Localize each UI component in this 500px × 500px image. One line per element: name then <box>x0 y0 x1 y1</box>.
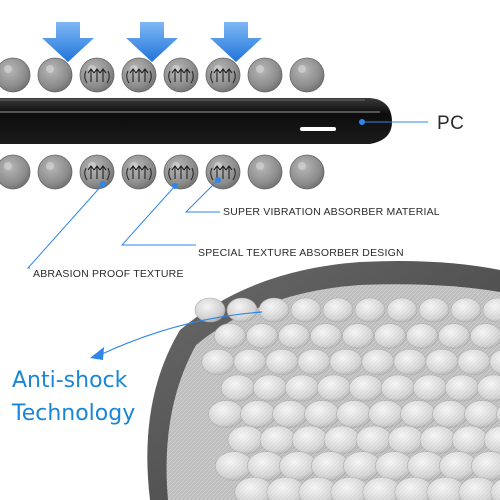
vibration-label: SUPER VIBRATION ABSORBER MATERIAL <box>223 206 440 218</box>
headline-line-2: Technology <box>12 401 136 426</box>
curved-arrow-icon <box>90 311 263 360</box>
headline-line-1: Anti-shock <box>12 368 128 393</box>
device-slot <box>300 127 336 131</box>
abrasion-label: ABRASION PROOF TEXTURE <box>33 268 184 280</box>
device-shell <box>0 98 428 144</box>
cushion-ball-icon <box>121 57 157 93</box>
cushion-ball-icon <box>163 57 199 93</box>
pressure-arrows <box>42 22 262 62</box>
cushion-ball-icon <box>205 154 241 190</box>
cushion-ball-icon <box>247 154 283 190</box>
top-cushion-row <box>0 57 325 93</box>
cushion-ball-icon <box>0 154 31 190</box>
cushion-ball-icon <box>247 57 283 93</box>
cushion-ball-icon <box>37 154 73 190</box>
cushion-ball-icon <box>0 57 31 93</box>
label-leaders <box>26 177 221 269</box>
case-cushion-photo <box>147 261 500 500</box>
down-arrow-icon <box>210 22 262 62</box>
pc-label: PC <box>437 113 465 134</box>
cushion-ball-icon <box>121 154 157 190</box>
texture-design-label: SPECIAL TEXTURE ABSORBER DESIGN <box>198 247 404 259</box>
cushion-ball-icon <box>289 154 325 190</box>
cushion-ball-icon <box>79 57 115 93</box>
down-arrow-icon <box>42 22 94 62</box>
cushion-ball-icon <box>79 154 115 190</box>
cushion-ball-icon <box>205 57 241 93</box>
down-arrow-icon <box>126 22 178 62</box>
cushion-ball-icon <box>289 57 325 93</box>
bottom-cushion-row <box>0 154 325 190</box>
cushion-ball-icon <box>163 154 199 190</box>
cushion-ball-icon <box>37 57 73 93</box>
